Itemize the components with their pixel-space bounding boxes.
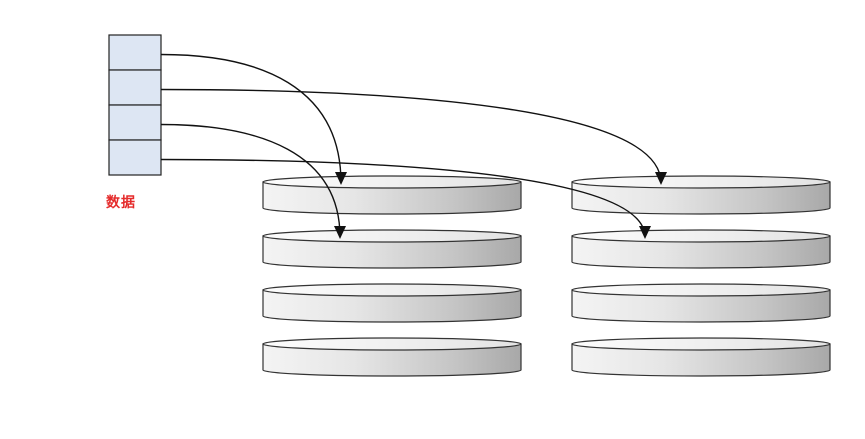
- disk: [262, 337, 522, 377]
- disk-top: [571, 283, 831, 297]
- disk-top: [571, 229, 831, 243]
- disk: [571, 175, 831, 215]
- array-slot: [108, 69, 162, 106]
- disk-body: [262, 235, 522, 269]
- disk: [262, 229, 522, 269]
- disk-top: [262, 337, 522, 351]
- disk-body: [262, 343, 522, 377]
- disk-body: [571, 343, 831, 377]
- disk-top: [571, 337, 831, 351]
- disk-stacks: [262, 175, 831, 377]
- pointer-arrow: [160, 53, 347, 185]
- pointer-arrow: [160, 88, 667, 185]
- disk-body: [571, 289, 831, 323]
- disk-body: [262, 181, 522, 215]
- array-slot: [108, 104, 162, 141]
- disk: [262, 283, 522, 323]
- disk-body: [571, 181, 831, 215]
- array-slot: [108, 34, 162, 71]
- array-slot: [108, 139, 162, 176]
- disk-stack: [571, 175, 831, 377]
- pointer-arrow: [160, 158, 651, 239]
- pointer-arrows: [160, 53, 667, 239]
- disk: [262, 175, 522, 215]
- disk-top: [262, 229, 522, 243]
- disk: [571, 283, 831, 323]
- pointer-arrow: [160, 123, 346, 239]
- disk-body: [262, 289, 522, 323]
- disk-top: [262, 283, 522, 297]
- array-label: 数据: [106, 195, 136, 211]
- disk-stack: [262, 175, 522, 377]
- disk-top: [571, 175, 831, 189]
- disk: [571, 337, 831, 377]
- disk-top: [262, 175, 522, 189]
- disk-body: [571, 235, 831, 269]
- disk: [571, 229, 831, 269]
- data-array: [108, 34, 162, 176]
